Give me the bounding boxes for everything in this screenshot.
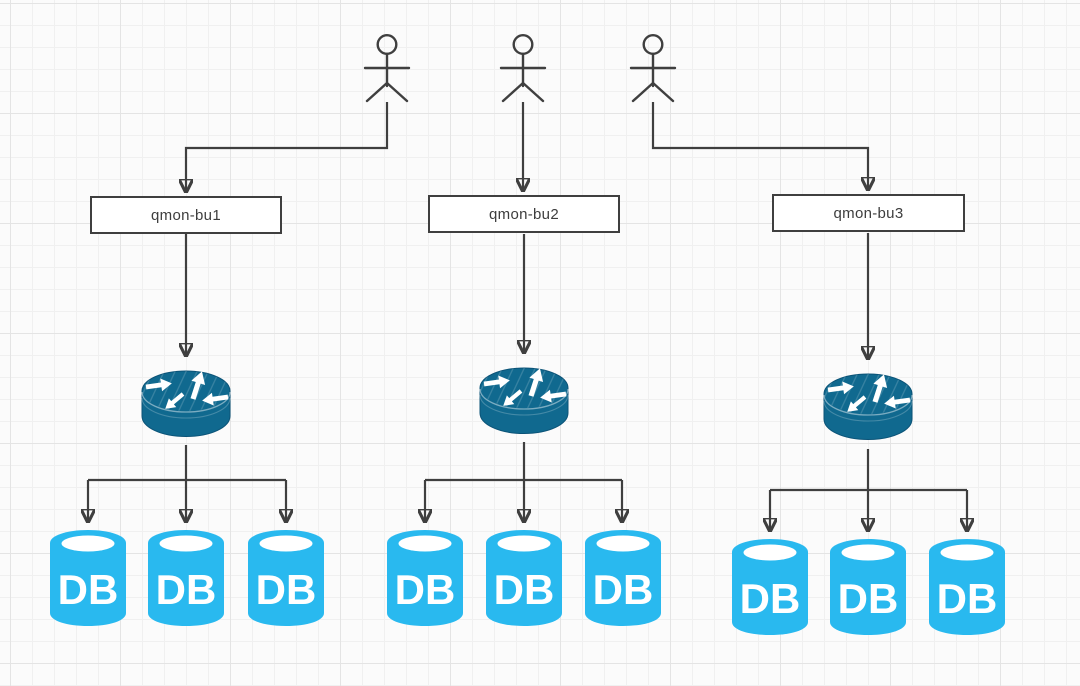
person-stick-figure-icon [629, 34, 677, 103]
user-actor-1 [363, 34, 411, 104]
edge-user3-to-service3 [651, 102, 868, 189]
database-label: DB [256, 566, 317, 613]
database-label: DB [838, 575, 899, 622]
database-icon-2a: DB [387, 530, 463, 626]
user-actor-2 [499, 34, 547, 104]
database-label: DB [740, 575, 801, 622]
service-label: qmon-bu2 [489, 205, 559, 223]
database-icon-2c: DB [585, 530, 661, 626]
edge-user1-to-service1 [186, 102, 389, 191]
database-label: DB [58, 566, 119, 613]
database-label: DB [937, 575, 998, 622]
router-icon-3 [823, 372, 913, 441]
service-label: qmon-bu1 [151, 206, 221, 224]
person-stick-figure-icon [499, 34, 547, 103]
database-label: DB [593, 566, 654, 613]
edge-router2-trunk [425, 442, 622, 482]
database-icon-3c: DB [929, 539, 1005, 635]
router-icon-2 [479, 366, 569, 435]
person-stick-figure-icon [363, 34, 411, 103]
user-actor-3 [629, 34, 677, 104]
database-icon-3a: DB [732, 539, 808, 635]
database-label: DB [494, 566, 555, 613]
service-node-qmon-bu1: qmon-bu1 [90, 196, 282, 234]
database-icon-1a: DB [50, 530, 126, 626]
database-label: DB [395, 566, 456, 613]
service-label: qmon-bu3 [833, 204, 904, 222]
database-label: DB [156, 566, 217, 613]
service-node-qmon-bu3: qmon-bu3 [772, 194, 965, 232]
service-node-qmon-bu2: qmon-bu2 [428, 195, 620, 233]
router-icon-1 [141, 369, 231, 438]
database-icon-2b: DB [486, 530, 562, 626]
edge-router3-trunk [770, 449, 967, 492]
database-icon-1c: DB [248, 530, 324, 626]
database-icon-3b: DB [830, 539, 906, 635]
database-icon-1b: DB [148, 530, 224, 626]
edge-router1-trunk [88, 445, 286, 482]
